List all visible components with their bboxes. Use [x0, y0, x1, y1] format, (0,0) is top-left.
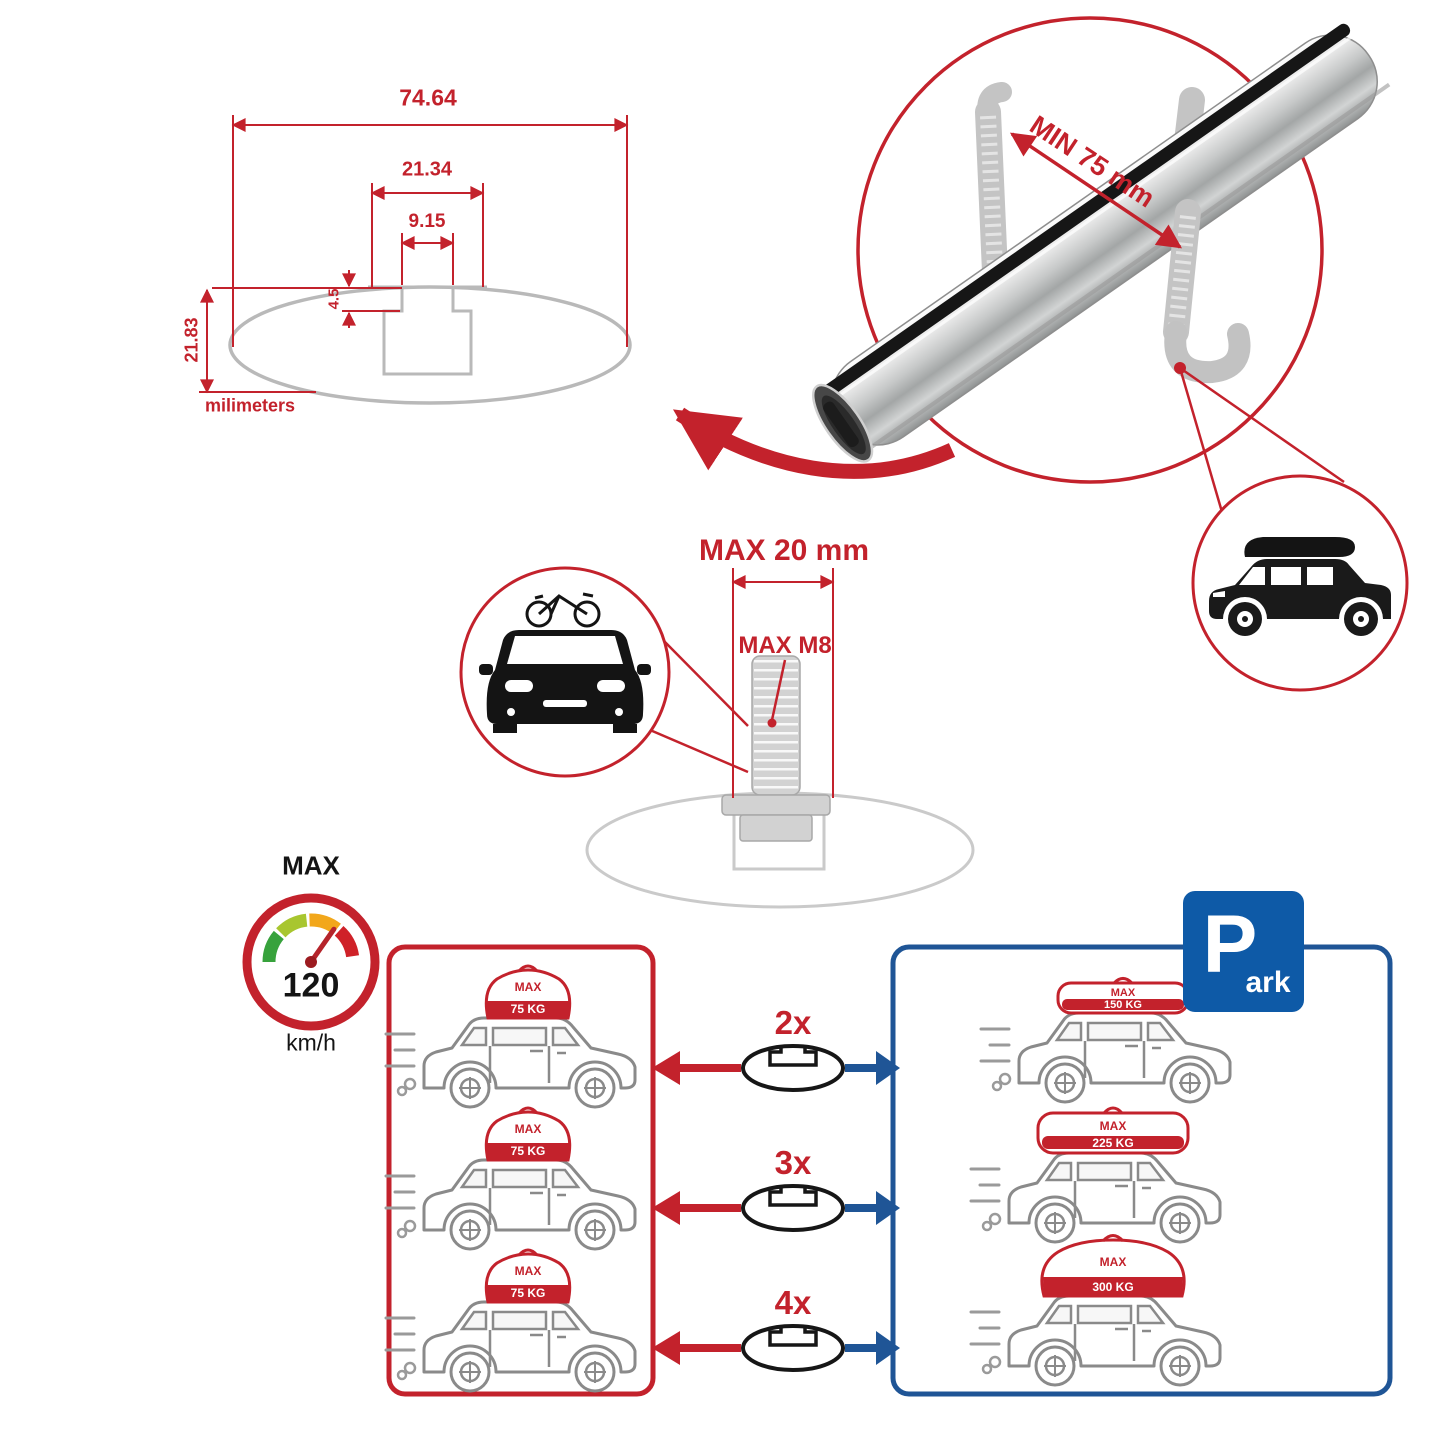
cargo-weight-label: 75 KG — [510, 1286, 546, 1300]
cargo-max-label: MAX — [1110, 987, 1136, 999]
cargo-max-label: MAX — [514, 980, 542, 994]
park-sign-letter: P — [1202, 899, 1258, 990]
cross-section-diagram — [199, 115, 632, 405]
multiplier-arrows — [652, 1044, 900, 1372]
dim-slot-depth-label: 4.5 — [325, 288, 343, 310]
driving-panel — [384, 944, 656, 1397]
cargo-max-label: MAX — [514, 1264, 542, 1278]
dim-height-label: 21.83 — [181, 317, 202, 363]
min-grip-arrow — [1009, 132, 1183, 249]
speed-unit: km/h — [286, 1029, 336, 1056]
cargo-weight-label: 225 KG — [1092, 1136, 1134, 1150]
speed-max-label: MAX — [282, 850, 340, 881]
cargo-weight-label: 75 KG — [510, 1002, 546, 1016]
dim-channel-width-label: 21.34 — [401, 158, 453, 181]
cargo-max-label: MAX — [514, 1122, 542, 1136]
bolt-diagram — [585, 568, 975, 909]
speed-value: 120 — [282, 966, 340, 1005]
units-label: milimeters — [204, 395, 296, 416]
parking-panel — [890, 944, 1393, 1397]
dim-overall-width-label: 74.64 — [399, 84, 457, 111]
max-bolt-length-label: MAX 20 mm — [698, 534, 870, 567]
cargo-weight-label: 150 KG — [1104, 999, 1142, 1011]
cargo-max-label: MAX — [1099, 1255, 1127, 1269]
park-sign — [1183, 891, 1304, 1012]
suv-roofbox-illustration — [1209, 537, 1391, 636]
dimension-lines — [199, 115, 629, 394]
bar-count-label-3: 4x — [774, 1284, 812, 1321]
park-sign-suffix: ark — [1245, 966, 1291, 999]
crossbar-photo-circle — [812, 16, 1391, 513]
cargo-max-label: MAX — [1099, 1119, 1127, 1133]
car-front-bike-illustration — [479, 592, 651, 733]
dim-slot-width-label: 9.15 — [408, 211, 446, 232]
speed-gauge — [242, 893, 380, 1031]
cargo-weight-label: 300 KG — [1092, 1280, 1134, 1294]
suv-callout-circle — [1191, 474, 1409, 692]
max-thread-label: MAX M8 — [738, 632, 832, 659]
bar-count-label-2: 3x — [774, 1144, 812, 1181]
callout-arrow — [672, 407, 956, 479]
car-front-circle — [459, 566, 671, 778]
bar-count-label-1: 2x — [774, 1004, 812, 1041]
cargo-weight-label: 75 KG — [510, 1144, 546, 1158]
